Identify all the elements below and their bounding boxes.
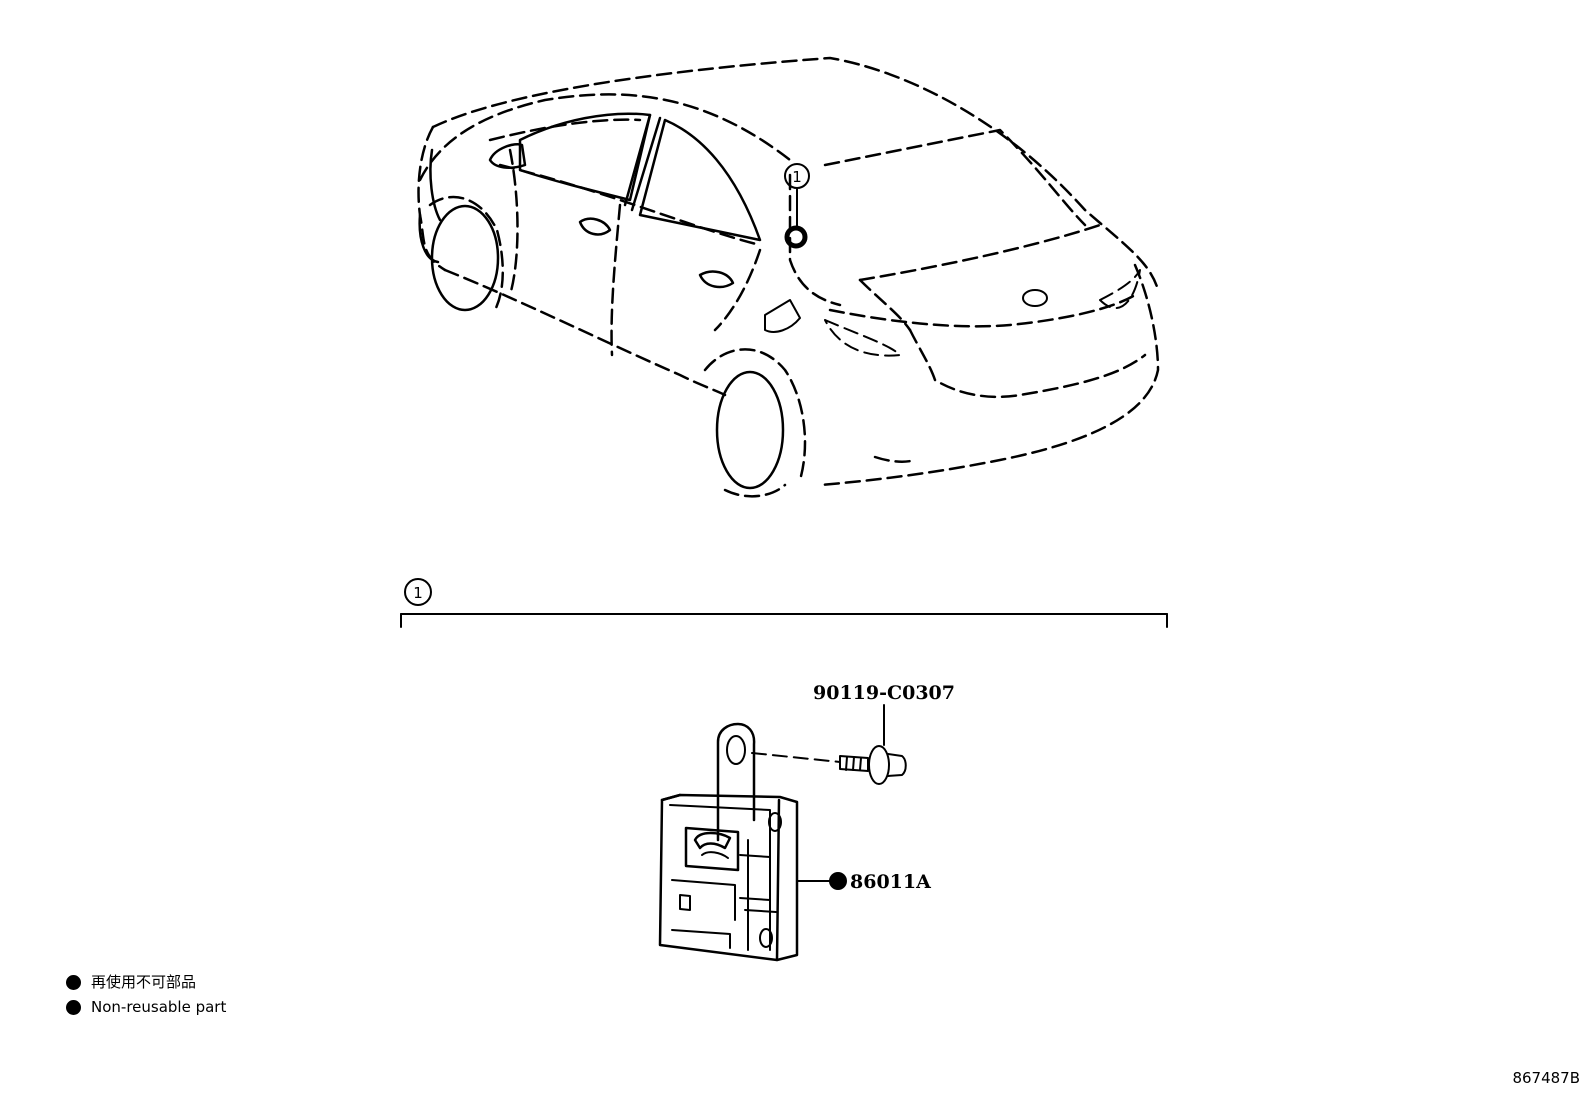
section-bracket [400, 578, 1168, 628]
vehicle-callout-number: 1 [792, 168, 802, 186]
non-reusable-dot-icon [66, 975, 81, 990]
diagram-id: 867487B [1512, 1069, 1580, 1087]
section-callout-number: 1 [413, 584, 423, 602]
legend-row-english: Non-reusable part [66, 995, 226, 1020]
module-part-number[interactable]: 86011A [850, 871, 931, 893]
bolt-part-number[interactable]: 90119-C0307 [813, 682, 955, 704]
legend-row-japanese: 再使用不可部品 [66, 970, 226, 995]
vehicle-callout [784, 163, 810, 249]
bolt-illustration [751, 704, 907, 785]
legend-japanese-label: 再使用不可部品 [91, 973, 197, 991]
non-reusable-marker-dot [829, 872, 847, 890]
vehicle-illustration [417, 56, 1160, 498]
legend: 再使用不可部品 Non-reusable part [66, 970, 226, 1020]
non-reusable-dot-icon [66, 1000, 81, 1015]
legend-english-label: Non-reusable part [91, 998, 227, 1016]
module-illustration [658, 722, 831, 962]
